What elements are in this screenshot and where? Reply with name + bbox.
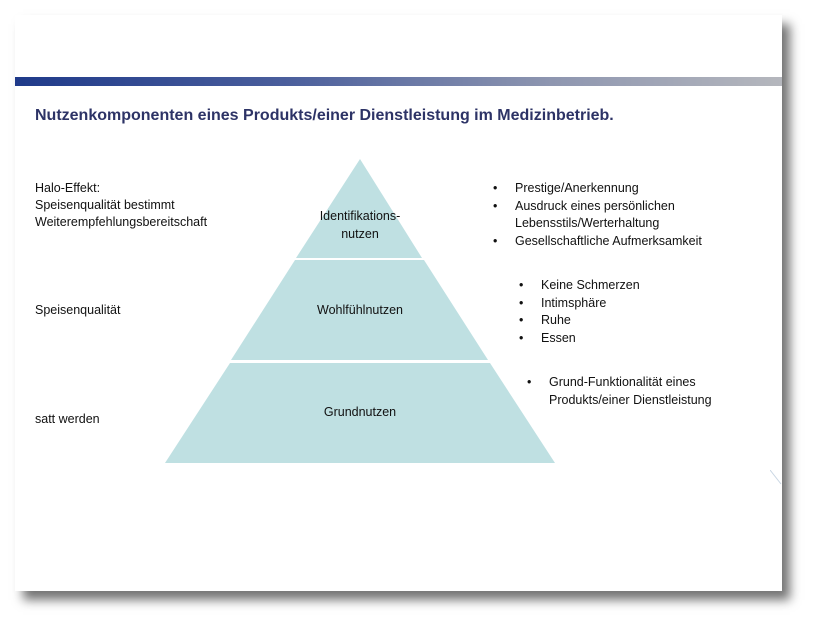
- left-label-top-line: Halo-Effekt:: [35, 181, 101, 195]
- bullet-list-bottom: Grund-Funktionalität eines Produkts/eine…: [525, 374, 712, 409]
- list-item: Gesellschaftliche Aufmerksamkeit: [491, 233, 702, 251]
- pyramid-layer-bottom: [165, 363, 555, 463]
- pyramid-label-bottom: Grundnutzen: [323, 405, 397, 419]
- bullet-list-top: Prestige/Anerkennung Ausdruck eines pers…: [491, 180, 702, 250]
- left-label-top-line: Weiterempfehlungsbereitschaft: [35, 215, 208, 229]
- list-item: Keine Schmerzen: [517, 277, 640, 295]
- pyramid-label-top: Identifikations- nutzen: [310, 207, 410, 243]
- list-item-line: Grund-Funktionalität eines: [549, 375, 696, 389]
- list-item-line: Produkts/einer Dienstleistung: [549, 392, 712, 407]
- list-item: Ausdruck eines persönlichen Lebensstils/…: [491, 198, 702, 233]
- left-label-bottom: satt werden: [35, 412, 100, 426]
- left-label-middle: Speisenqualität: [35, 303, 121, 317]
- pyramid-label-middle: Wohlfühlnutzen: [317, 303, 403, 317]
- slide-title: Nutzenkomponenten eines Produkts/einer D…: [35, 107, 614, 124]
- slide: Nutzenkomponenten eines Produkts/einer D…: [15, 15, 782, 591]
- header-band: [15, 77, 782, 86]
- pyramid-layer-top: [296, 159, 422, 258]
- bullet-list-middle: Keine Schmerzen Intimsphäre Ruhe Essen: [517, 277, 640, 347]
- list-item: Intimsphäre: [517, 295, 640, 313]
- list-item-line: Ausdruck eines persönlichen: [515, 198, 675, 213]
- pyramid-label-top-line: nutzen: [341, 227, 379, 241]
- pyramid-diagram: [165, 159, 555, 463]
- pyramid-label-top-line: Identifikations-: [319, 209, 401, 223]
- list-item: Prestige/Anerkennung: [491, 180, 702, 198]
- pyramid-layer-middle: [231, 260, 488, 360]
- list-item: Grund-Funktionalität eines Produkts/eine…: [525, 374, 712, 409]
- left-label-top-line: Speisenqualität bestimmt: [35, 198, 175, 212]
- left-label-top: Halo-Effekt: Speisenqualität bestimmt We…: [35, 180, 207, 231]
- corner-decoration: [770, 470, 782, 485]
- list-item: Essen: [517, 330, 640, 348]
- list-item-line: Lebensstils/Werterhaltung: [515, 216, 660, 230]
- list-item: Ruhe: [517, 312, 640, 330]
